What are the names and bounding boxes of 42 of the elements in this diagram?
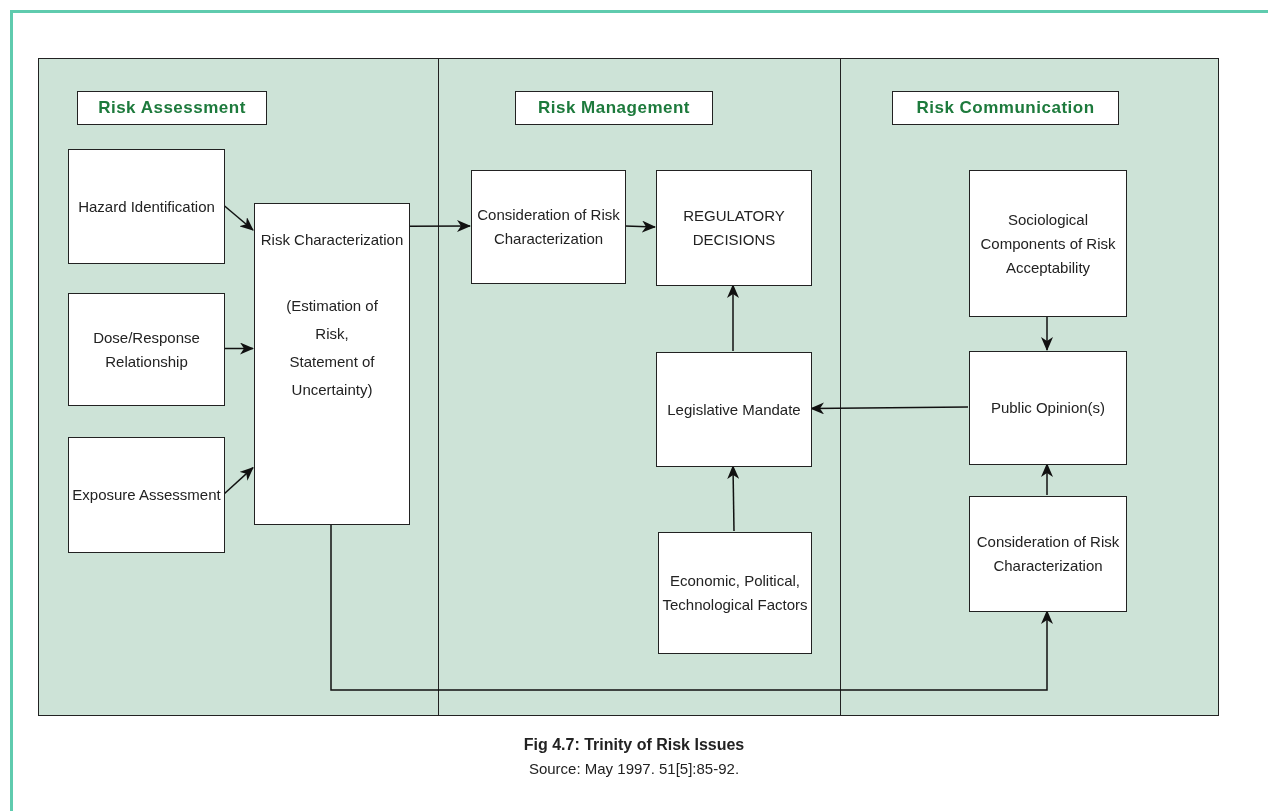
swimlane-column — [438, 58, 841, 716]
arrow — [330, 523, 1053, 691]
box-label: Consideration of Risk Characterization — [975, 532, 1121, 576]
swimlane-column — [38, 58, 439, 716]
box-label: Public Opinion(s) — [990, 398, 1106, 418]
process-box — [658, 532, 812, 654]
box-note: (Estimation of Risk, Statement of Uncertainty) — [285, 296, 379, 400]
process-box — [656, 352, 812, 467]
column-heading: Risk Assessment — [77, 91, 267, 125]
box-label: Exposure Assessment — [72, 485, 221, 505]
box-label: REGULATORY DECISIONS — [682, 206, 786, 250]
box-label: Hazard Identification — [78, 196, 215, 217]
process-box — [969, 170, 1127, 317]
process-box — [254, 203, 410, 525]
process-box — [969, 351, 1127, 465]
box-label: Legislative Mandate — [667, 399, 801, 420]
arrow — [624, 220, 656, 233]
box-label: Sociological Components of Risk Acceptability — [979, 209, 1117, 278]
arrow — [1041, 315, 1053, 351]
box-label: Consideration of Risk Characterization — [476, 205, 621, 249]
arrow — [810, 402, 969, 415]
process-box — [471, 170, 626, 284]
arrow — [223, 342, 254, 355]
swimlane-column — [840, 58, 1219, 716]
arrow — [408, 220, 471, 233]
arrow — [223, 204, 254, 231]
box-label: Risk Characterization — [259, 230, 405, 250]
column-heading: Risk Management — [515, 91, 713, 125]
arrow — [727, 284, 739, 352]
figure-title: Fig 4.7: Trinity of Risk Issues — [523, 736, 745, 754]
figure-caption: Source: May 1997. 51[5]:85-92. — [528, 760, 740, 777]
arrow — [1041, 463, 1053, 496]
arrow — [727, 465, 740, 532]
column-heading: Risk Communication — [892, 91, 1119, 125]
box-label: Economic, Political, Technological Factors — [661, 571, 809, 615]
process-box — [68, 149, 225, 264]
arrow — [223, 466, 254, 495]
box-label: Dose/Response Relationship — [92, 327, 201, 372]
process-box — [68, 437, 225, 553]
process-box — [68, 293, 225, 406]
process-box — [969, 496, 1127, 612]
process-box — [656, 170, 812, 286]
